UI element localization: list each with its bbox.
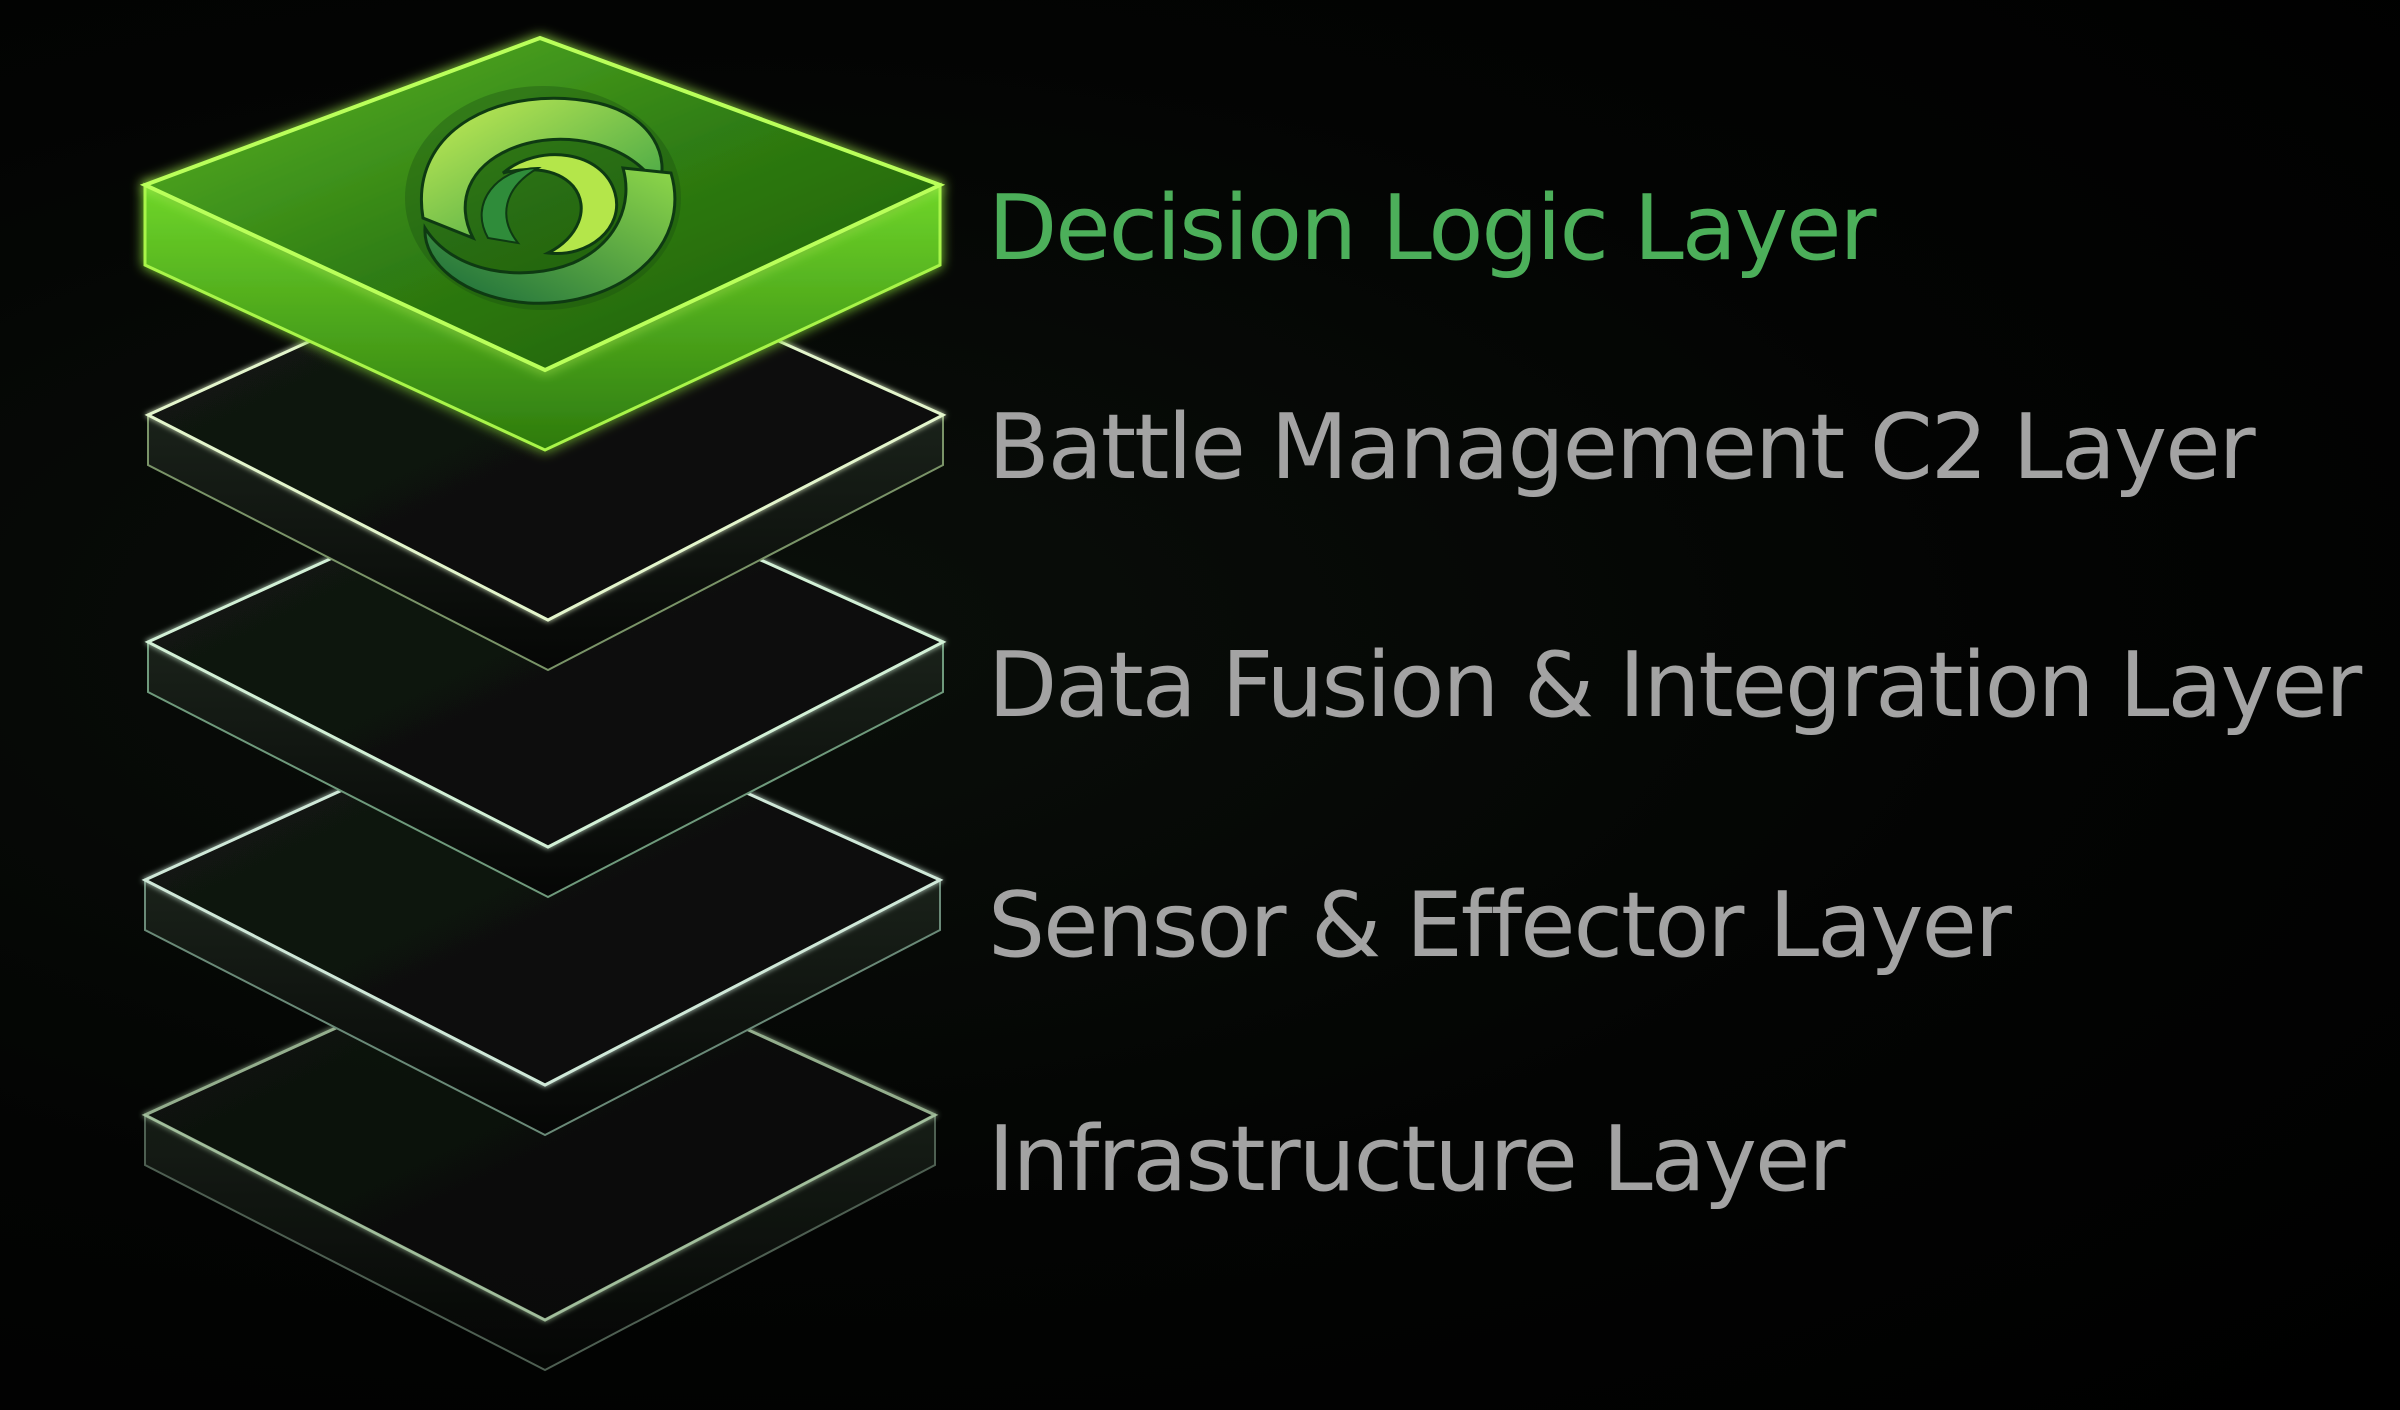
layer-label-data-fusion: Data Fusion & Integration Layer (988, 633, 2362, 738)
layer-label-decision-logic: Decision Logic Layer (988, 176, 1877, 281)
layer-label-battle-management: Battle Management C2 Layer (988, 395, 2256, 500)
swirl-logo-icon (405, 86, 681, 310)
layer-label-sensor-effector: Sensor & Effector Layer (988, 873, 2012, 978)
tile-decision-logic-layer (139, 35, 946, 452)
layer-label-infrastructure: Infrastructure Layer (988, 1107, 1845, 1212)
